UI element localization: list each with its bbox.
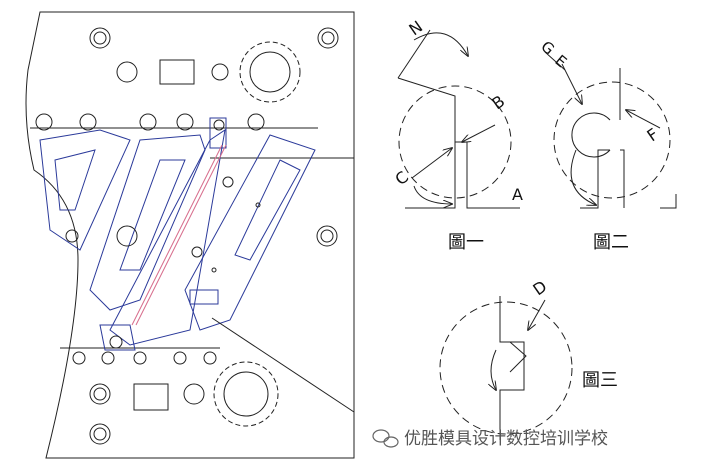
caption-fig1: 圖一 xyxy=(448,232,484,253)
watermark-text: 优胜模具设计数控培训学校 xyxy=(404,429,608,449)
figure-1 xyxy=(397,29,520,209)
label-b: B xyxy=(488,91,508,113)
figure-3-labels: D 圖三 xyxy=(529,277,618,391)
figure-1-labels: N B C A 圖一 xyxy=(391,17,523,253)
bottom-holes xyxy=(89,361,279,445)
label-c: C xyxy=(391,167,412,189)
plate-outline xyxy=(25,11,355,459)
label-e: E xyxy=(551,51,570,71)
caption-fig2: 圖二 xyxy=(593,232,629,253)
slide-center-lines xyxy=(131,144,227,326)
label-d: D xyxy=(529,277,550,300)
figure-3 xyxy=(439,296,573,440)
slide-blocks xyxy=(39,117,316,351)
figure-2-labels: G E F 圖二 xyxy=(537,37,661,253)
label-a: A xyxy=(512,185,523,204)
die-plate-drawing xyxy=(25,11,355,459)
figure-2 xyxy=(544,51,677,209)
wechat-icon xyxy=(372,429,399,448)
label-g: G xyxy=(537,37,557,58)
watermark: 优胜模具设计数控培训学校 xyxy=(372,429,608,449)
top-holes xyxy=(35,27,339,131)
caption-fig3: 圖三 xyxy=(582,370,618,391)
